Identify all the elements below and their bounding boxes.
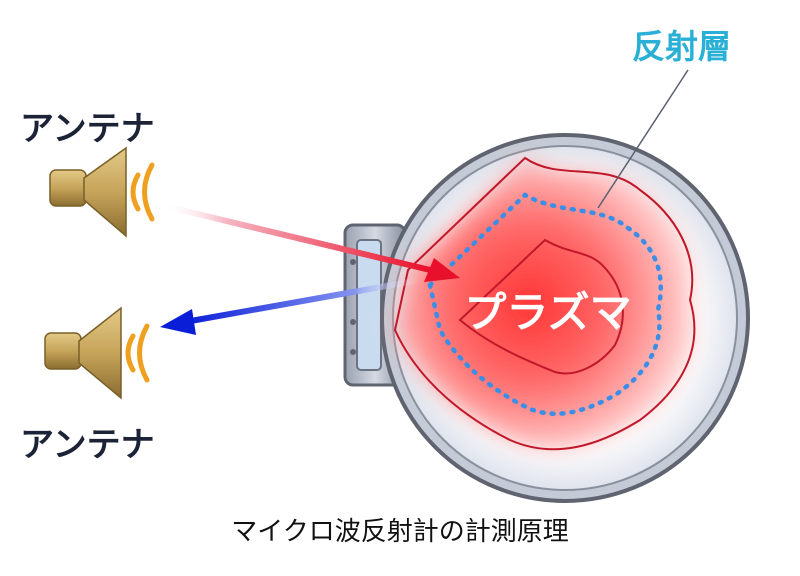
incident-wave-arrow — [157, 202, 460, 282]
antenna-bottom-label: アンテナ — [20, 425, 155, 465]
reflection-layer-label: 反射層 — [632, 27, 731, 66]
antenna-top-label: アンテナ — [20, 109, 155, 149]
plasma-label: プラズマ — [464, 288, 631, 337]
horn-antenna-icon — [49, 146, 155, 238]
reflection-layer-leader — [597, 69, 689, 209]
horn-antenna-icon — [44, 306, 150, 400]
plasma: プラズマ — [393, 156, 696, 451]
wave-icon — [137, 323, 150, 383]
wave-icon — [125, 333, 136, 373]
reflection-layer-dots — [427, 192, 663, 416]
wave-icon — [130, 172, 141, 212]
reflected-wave-arrow — [160, 277, 423, 335]
plasma-outer-boundary — [393, 156, 696, 451]
wave-icon — [142, 162, 155, 222]
diagram-caption: マイクロ波反射計の計測原理 — [231, 517, 568, 547]
plasma-inner-core — [458, 238, 624, 375]
